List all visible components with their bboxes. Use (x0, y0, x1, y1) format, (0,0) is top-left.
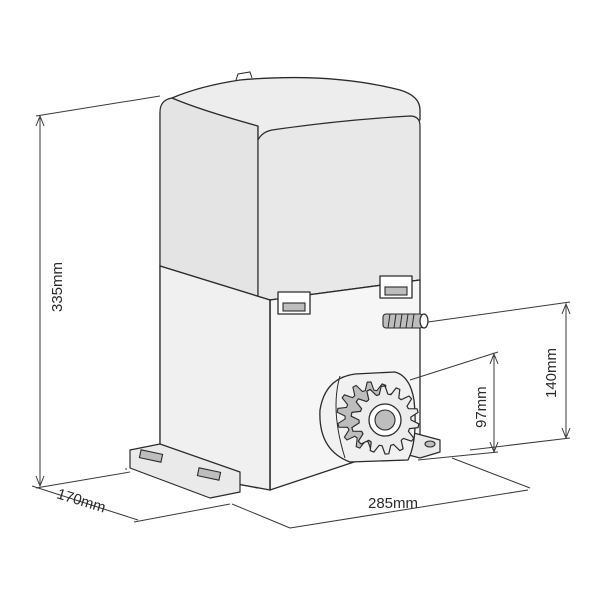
release-latch-right (379, 275, 413, 299)
drive-gear-assembly (319, 371, 420, 463)
dimension-shaft-height (427, 301, 571, 451)
cover-top-face (171, 76, 421, 141)
label-height: 335mm (49, 262, 66, 312)
dimension-height (35, 95, 161, 489)
label-gear-height: 97mm (473, 386, 490, 428)
dimension-gear-height (409, 351, 499, 461)
dimension-depth (31, 468, 231, 523)
label-shaft-height: 140mm (543, 348, 560, 398)
label-width: 285mm (368, 495, 418, 512)
cover-left-face (159, 97, 259, 301)
release-latch-left (277, 291, 311, 315)
cover-front-face (257, 115, 421, 301)
label-depth: 170mm (55, 486, 108, 517)
cover-top-nub (235, 71, 253, 81)
threaded-bolt (382, 313, 429, 329)
dimension-width (231, 457, 531, 529)
